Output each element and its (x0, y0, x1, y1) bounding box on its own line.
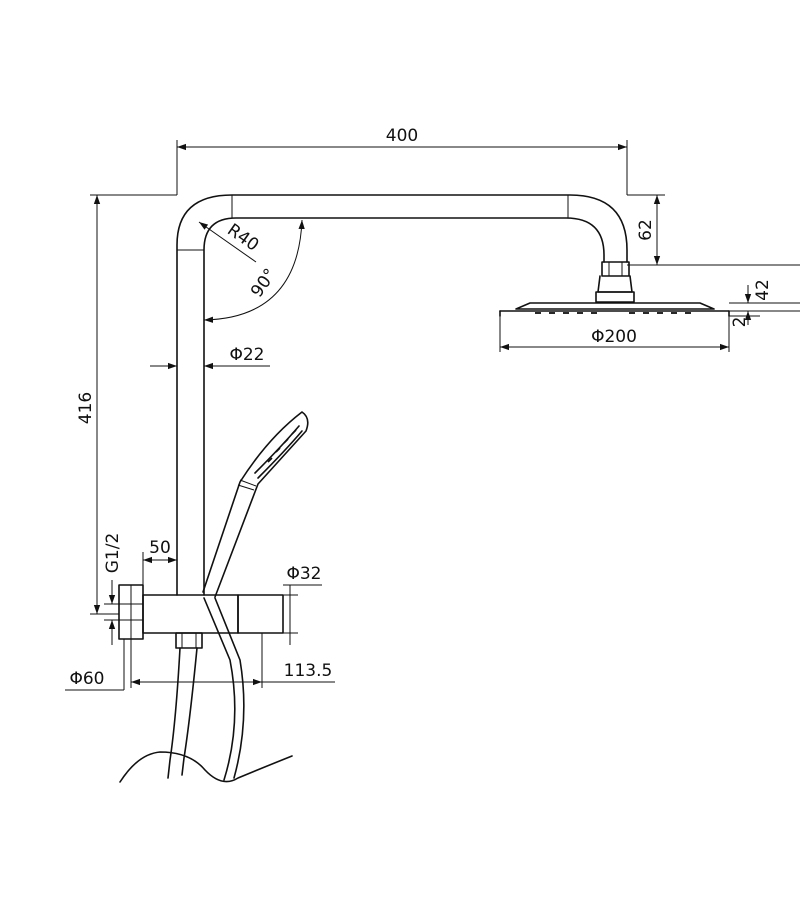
dimension-riser-diameter-label: Φ22 (229, 345, 264, 365)
dimension-rim-thickness: 2 (729, 315, 760, 328)
dimension-diverter-diameter-label: Φ32 (286, 564, 321, 584)
dimension-416-label: 416 (76, 392, 96, 424)
dimension-42-label: 42 (753, 279, 773, 301)
dimension-62-label: 62 (636, 219, 656, 241)
dimension-flange-diameter: Φ60 (65, 639, 125, 691)
dimension-head-thickness: 42 (729, 279, 800, 325)
dimension-riser-diameter: Φ22 (150, 345, 270, 370)
dimension-90-label: 90° (247, 265, 281, 301)
dimension-r40-label: R40 (223, 220, 262, 256)
dimension-height-total: 416 (76, 194, 177, 615)
shower-hose (119, 597, 293, 783)
diverter-body (118, 584, 284, 649)
shower-head (499, 302, 730, 317)
dimension-2-label: 2 (730, 317, 750, 328)
dimension-50-label: 50 (149, 538, 171, 558)
dimension-thread-label: G1/2 (103, 533, 123, 574)
dimension-arm-drop: 62 (627, 194, 800, 266)
dimension-flange-diameter-label: Φ60 (69, 669, 104, 689)
dimension-wall-offset: 50 (142, 538, 177, 585)
hand-shower (202, 411, 309, 598)
dimension-diverter-length: 113.5 (130, 633, 335, 688)
dimension-width-top: 400 (176, 126, 628, 195)
dimension-head-diameter-label: Φ200 (591, 327, 637, 347)
dimension-head-diameter: Φ200 (499, 316, 730, 352)
dimension-400-label: 400 (386, 126, 418, 146)
dimension-inlet-thread: G1/2 (103, 533, 123, 645)
dimension-bend-radius: R40 (198, 220, 262, 263)
dimension-113-label: 113.5 (284, 661, 333, 681)
dimension-diverter-diameter: Φ32 (283, 564, 322, 645)
